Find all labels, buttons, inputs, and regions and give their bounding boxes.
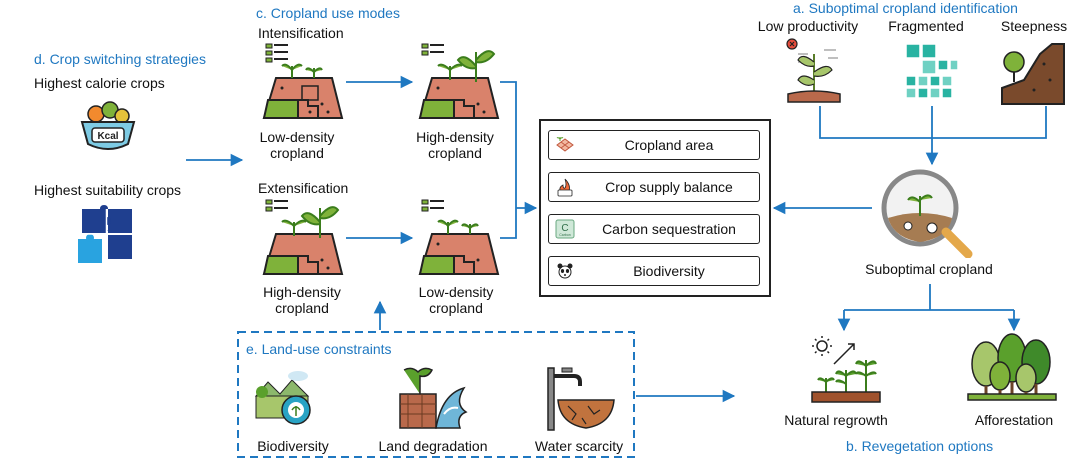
water-scarcity-label: Water scarcity [534,438,624,454]
afforestation-icon [967,333,1057,401]
carbon-subtext: Carbon [559,233,571,237]
land-degradation-label: Land degradation [378,438,488,454]
intensification-label: Intensification [258,25,344,41]
metric-crop-supply-balance: Crop supply balance [548,172,760,202]
section-c-title: c. Cropland use modes [256,5,400,21]
kcal-text: Kcal [97,131,118,142]
metric-carbon-sequestration: C Carbon Carbon sequestration [548,214,760,244]
steepness-icon [1001,43,1065,105]
low-density-cropland-icon [418,199,500,275]
water-scarcity-icon [547,367,615,431]
kcal-bowl-icon: Kcal [80,101,136,150]
connector-revegetation [844,284,1014,311]
land-degradation-icon [399,367,468,429]
highest-calorie-crops-label: Highest calorie crops [34,75,165,91]
panda-icon [556,262,574,280]
section-e-title: e. Land-use constraints [246,341,392,357]
metric-cropland-area: Cropland area [548,130,760,160]
low-productivity-label: Low productivity [757,18,859,34]
low-density-cropland-icon [262,43,344,119]
biodiversity-constraint-label: Biodiversity [257,438,329,454]
biodiversity-constraint-icon [254,371,311,425]
connector-high-density-to-metrics [500,81,517,239]
high-density-cropland-icon [418,43,500,119]
metric-biodiversity: Biodiversity [548,256,760,286]
metrics-panel [539,119,771,297]
carbon-symbol: C [561,223,568,234]
highest-suitability-crops-label: Highest suitability crops [34,182,182,198]
section-a-title: a. Suboptimal cropland identification [793,0,1018,16]
section-d-title: d. Crop switching strategies [34,51,206,67]
fragmented-label: Fragmented [888,18,964,34]
low-productivity-icon [786,38,841,103]
suboptimal-cropland-label: Suboptimal cropland [865,261,993,277]
natural-regrowth-label: Natural regrowth [784,412,888,428]
connector-criteria [819,106,1047,139]
kcal-flame-icon [557,178,573,197]
constraints-dashed-box [237,331,635,458]
carbon-icon: C Carbon [555,219,575,239]
high-density-cropland-icon [262,199,344,275]
cropland-grid-icon [556,137,574,152]
fragmented-icon [905,43,959,99]
suboptimal-cropland-magnifier-icon [881,169,973,258]
natural-regrowth-icon [811,336,881,403]
afforestation-label: Afforestation [974,412,1054,428]
puzzle-icon [78,205,132,263]
steepness-label: Steepness [1000,18,1068,34]
extensification-label: Extensification [258,180,349,196]
metric-label: Biodiversity [633,263,705,279]
metric-label: Cropland area [624,137,714,153]
metric-label: Crop supply balance [605,179,733,195]
section-b-title: b. Revegetation options [846,438,994,454]
metric-label: Carbon sequestration [602,221,736,237]
